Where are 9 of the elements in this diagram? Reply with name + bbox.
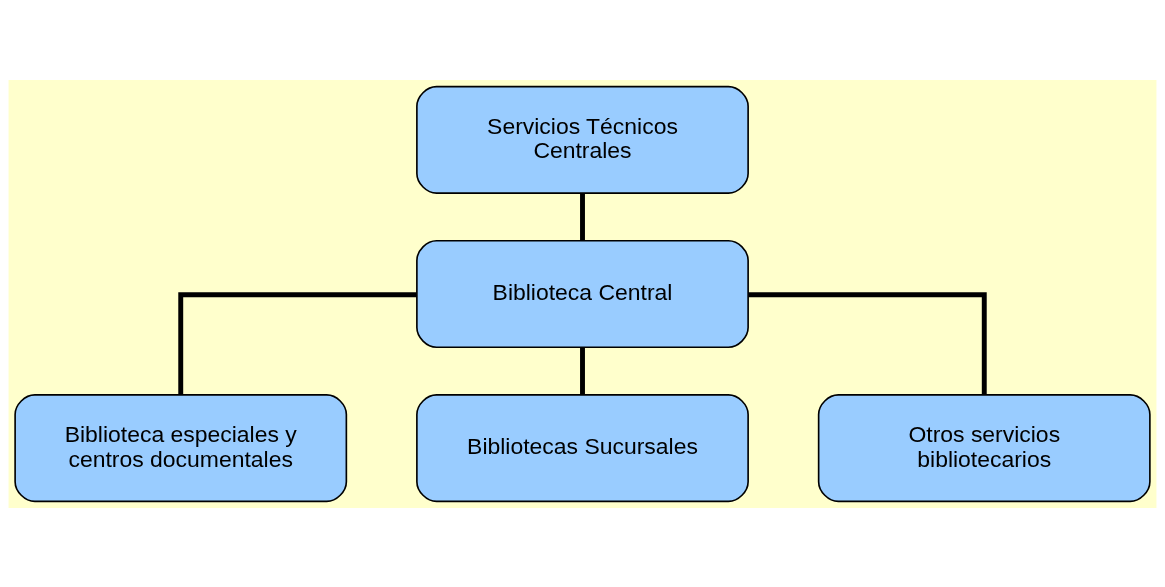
node-box: Otros servicios bibliotecarios [817, 393, 1151, 502]
node-box: Servicios Técnicos Centrales [416, 85, 749, 194]
connector [580, 192, 585, 241]
node-box: Bibliotecas Sucursales [416, 393, 749, 502]
connector [178, 291, 417, 394]
connector [580, 347, 585, 395]
connector [748, 291, 987, 394]
node-box: Biblioteca Central [416, 239, 749, 348]
node-box: Biblioteca especiales y centros documentales [14, 393, 348, 502]
